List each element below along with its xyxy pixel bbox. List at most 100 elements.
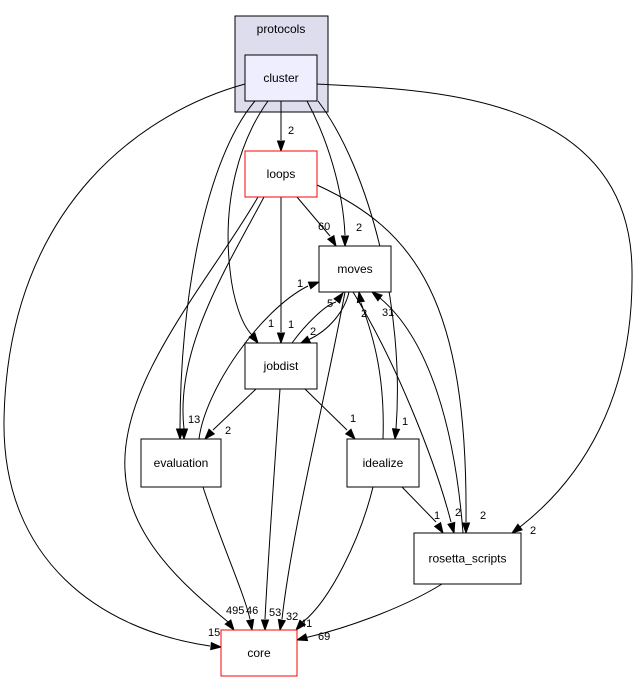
edge-line xyxy=(264,388,281,620)
edge-count-label[interactable]: 69 xyxy=(318,631,330,643)
arrowhead xyxy=(248,332,259,345)
edge-count-label[interactable]: 2 xyxy=(530,525,536,537)
node-label: rosetta_scripts xyxy=(428,552,506,566)
edge-line xyxy=(124,196,259,623)
node-label: moves xyxy=(337,262,372,276)
node-box xyxy=(140,438,222,488)
arrowhead xyxy=(276,332,286,345)
node-jobdist[interactable]: jobdist xyxy=(244,342,318,390)
arrowhead xyxy=(326,234,337,248)
edge-line xyxy=(306,100,346,236)
node-loops[interactable]: loops xyxy=(244,150,318,198)
edge-cluster-to-core[interactable]: 15 xyxy=(3,83,246,651)
edge-moves-to-rosetta_scripts[interactable]: 2 xyxy=(352,291,461,535)
edge-count-label[interactable]: 15 xyxy=(208,627,220,639)
arrowhead xyxy=(276,140,286,153)
edge-rosetta_scripts-to-moves[interactable]: 31 xyxy=(370,291,464,534)
edge-line xyxy=(198,285,309,440)
node-box xyxy=(244,150,318,198)
edge-jobdist-to-idealize[interactable]: 1 xyxy=(304,388,356,441)
edge-count-label[interactable]: 46 xyxy=(246,605,258,617)
edge-count-label[interactable]: 2 xyxy=(225,425,231,437)
edge-count-label[interactable]: 2 xyxy=(455,507,461,519)
edge-line xyxy=(182,196,265,430)
edge-count-label[interactable]: 1 xyxy=(268,318,274,330)
edge-line xyxy=(302,486,374,623)
node-label: loops xyxy=(267,167,296,181)
edge-line xyxy=(401,486,437,523)
arrowhead xyxy=(307,281,321,290)
edge-idealize-to-rosetta_scripts[interactable]: 1 xyxy=(401,486,444,535)
edge-count-label[interactable]: 60 xyxy=(318,221,330,233)
edge-count-label[interactable]: 41 xyxy=(300,618,312,630)
edge-count-label[interactable]: 2 xyxy=(356,222,362,234)
edge-moves-to-jobdist[interactable]: 2 xyxy=(298,291,350,345)
edge-count-label[interactable]: 1 xyxy=(297,278,303,290)
edge-evaluation-to-moves[interactable]: 1 xyxy=(198,278,321,440)
edge-count-label[interactable]: 2 xyxy=(361,308,367,320)
edge-count-label[interactable]: 53 xyxy=(269,607,281,619)
edge-cluster-to-rosetta_scripts[interactable]: 2 xyxy=(316,83,633,537)
node-moves[interactable]: moves xyxy=(318,245,392,293)
edge-line xyxy=(360,302,384,440)
edge-count-label[interactable]: 31 xyxy=(382,307,394,319)
edge-line xyxy=(296,196,331,237)
edge-line xyxy=(202,486,251,620)
arrowhead xyxy=(245,618,255,632)
node-core[interactable]: core xyxy=(220,629,298,677)
node-label: idealize xyxy=(363,456,404,470)
edge-line xyxy=(316,184,467,523)
edge-count-label[interactable]: 1 xyxy=(434,510,440,522)
node-cluster[interactable]: cluster xyxy=(244,54,318,102)
arrowhead xyxy=(224,619,235,632)
edge-count-label[interactable]: 2 xyxy=(288,125,294,137)
node-rosetta-scripts[interactable]: rosetta_scripts xyxy=(413,532,522,585)
node-box xyxy=(346,438,420,488)
edge-loops-to-moves[interactable]: 60 xyxy=(296,196,337,248)
node-evaluation[interactable]: evaluation xyxy=(140,438,222,488)
arrowhead xyxy=(210,641,223,651)
node-label: jobdist xyxy=(263,359,299,373)
edge-idealize-to-core[interactable]: 41 xyxy=(295,486,374,632)
edge-count-label[interactable]: 2 xyxy=(480,510,486,522)
edge-count-label[interactable]: 1 xyxy=(350,413,356,425)
arrowhead xyxy=(260,619,270,632)
arrowhead xyxy=(203,428,216,441)
edge-line xyxy=(304,388,348,431)
edge-cluster-to-jobdist[interactable]: 1 xyxy=(227,100,274,345)
arrowhead xyxy=(461,522,471,535)
edge-cluster-to-evaluation[interactable] xyxy=(175,100,256,441)
edge-evaluation-to-core[interactable]: 46 xyxy=(202,486,258,632)
edge-count-label[interactable]: 1 xyxy=(402,416,408,428)
edge-loops-to-rosetta_scripts[interactable]: 2 xyxy=(316,184,486,535)
edge-count-label[interactable]: 13 xyxy=(188,414,200,426)
edge-idealize-to-moves[interactable]: 2 xyxy=(356,290,384,440)
arrowhead xyxy=(340,235,350,248)
edge-line xyxy=(307,291,350,341)
edge-cluster-to-loops[interactable]: 2 xyxy=(276,101,295,153)
edge-count-label[interactable]: 5 xyxy=(327,298,333,310)
edge-count-label[interactable]: 32 xyxy=(286,611,298,623)
node-label: core xyxy=(247,646,271,660)
edge-cluster-to-moves[interactable]: 2 xyxy=(306,100,362,248)
edge-jobdist-to-evaluation[interactable]: 2 xyxy=(203,388,257,441)
edge-rosetta_scripts-to-core[interactable]: 69 xyxy=(295,583,443,643)
edge-loops-to-core[interactable]: 495 xyxy=(124,196,259,632)
node-box xyxy=(244,54,318,102)
arrowhead xyxy=(277,618,287,632)
edge-count-label[interactable]: 1 xyxy=(288,319,294,331)
edge-loops-to-jobdist[interactable]: 1 xyxy=(276,197,295,345)
edge-count-label[interactable]: 495 xyxy=(226,605,244,617)
node-idealize[interactable]: idealize xyxy=(346,438,420,488)
edge-jobdist-to-moves[interactable]: 5 xyxy=(291,291,344,344)
edge-moves-to-core[interactable]: 32 xyxy=(277,291,346,632)
node-label: evaluation xyxy=(154,456,209,470)
edge-loops-to-evaluation[interactable]: 13 xyxy=(179,196,265,441)
arrowhead xyxy=(447,521,456,535)
nodes: cluster loops moves jobdist evaluation ideali… xyxy=(140,54,522,677)
edge-count-label[interactable]: 2 xyxy=(310,326,316,338)
edge-line xyxy=(212,388,257,431)
edge-jobdist-to-core[interactable]: 53 xyxy=(260,388,282,632)
node-box xyxy=(220,629,298,677)
